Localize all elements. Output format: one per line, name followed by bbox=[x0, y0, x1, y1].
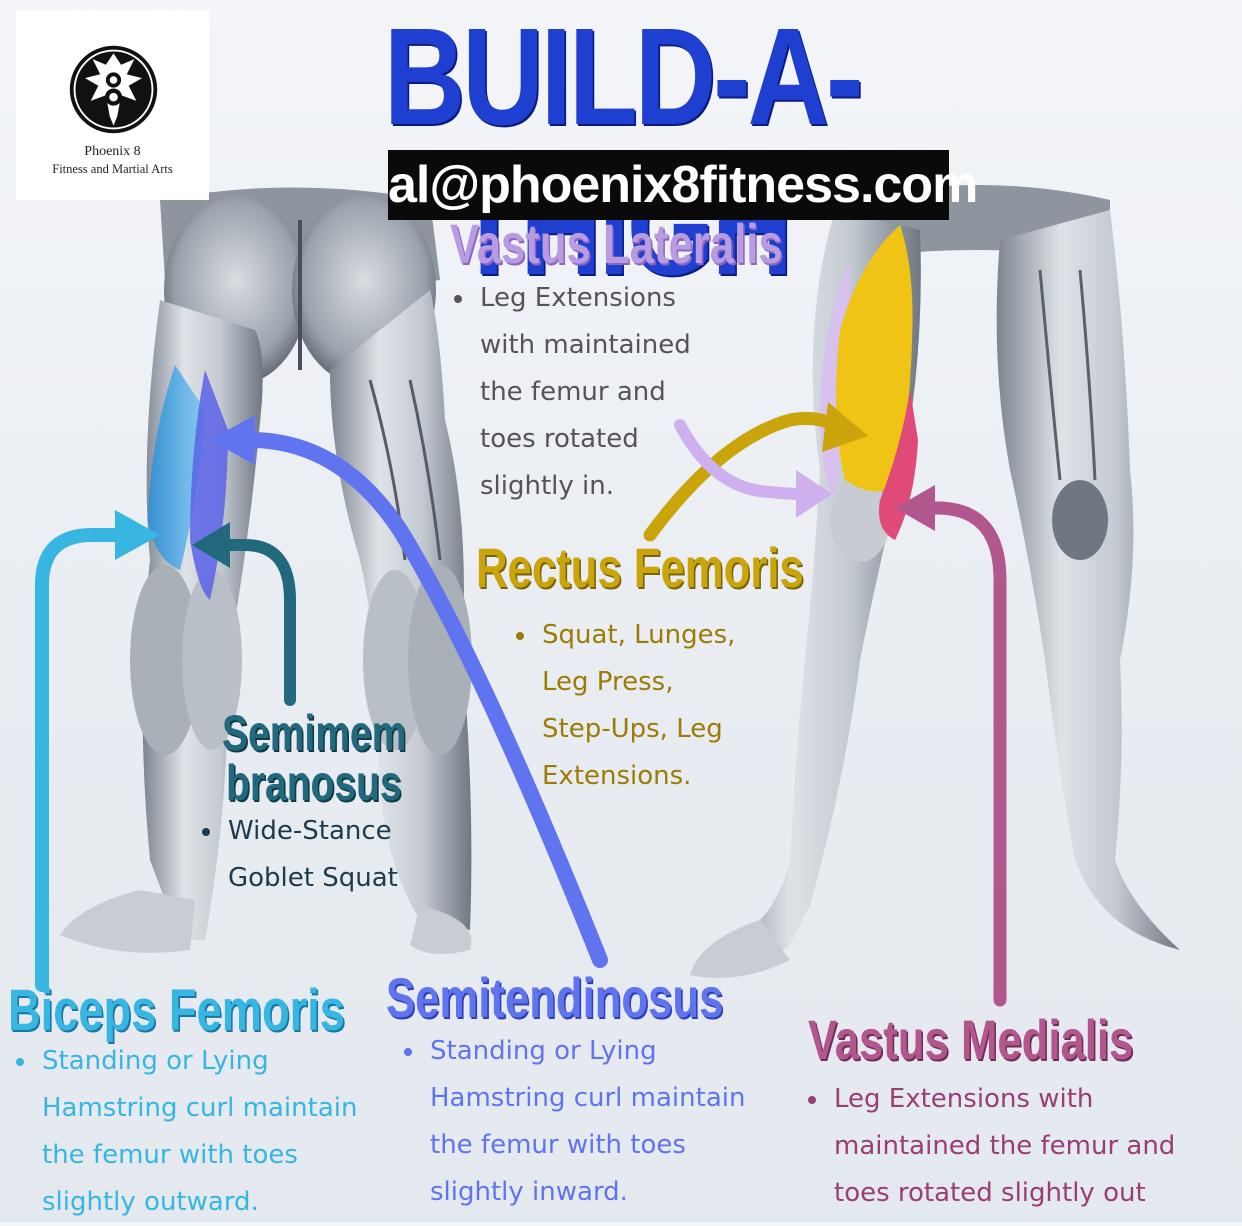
semimembranosus-label-line2: branosus bbox=[226, 755, 402, 811]
biceps-femoris-exercises: Standing or Lying Hamstring curl maintai… bbox=[8, 1038, 357, 1226]
vastus-lateralis-arrowhead bbox=[796, 470, 832, 518]
vastus-lateralis-label: Vastus Lateralis bbox=[450, 212, 783, 275]
semimembranosus-exercises: Wide-Stance Goblet Squat bbox=[194, 808, 398, 902]
biceps-femoris-arrow bbox=[35, 528, 127, 992]
semitendinosus-label: Semitendinosus bbox=[386, 966, 724, 1029]
phoenix-8-emblem bbox=[69, 45, 158, 134]
logo-subtitle: Fitness and Martial Arts bbox=[52, 162, 173, 176]
semimembranosus-arrow bbox=[219, 539, 296, 706]
vastus-medialis-label: Vastus Medialis bbox=[808, 1008, 1134, 1071]
semimembranosus-arrowhead bbox=[192, 522, 230, 568]
rectus-femoris-arrow bbox=[643, 411, 842, 542]
biceps-femoris-exercise: Standing or Lying Hamstring curl maintai… bbox=[8, 1038, 357, 1226]
semitendinosus-arrow bbox=[242, 432, 608, 968]
vastus-lateralis-arrow bbox=[674, 419, 808, 500]
vastus-medialis-exercises: Leg Extensions with maintained the femur… bbox=[800, 1076, 1175, 1217]
biceps-femoris-label: Biceps Femoris bbox=[8, 978, 345, 1043]
biceps-femoris-arrowhead bbox=[115, 510, 160, 560]
page-title: BUILD-A-THIGH bbox=[383, 0, 864, 304]
rectus-femoris-muscle bbox=[836, 225, 913, 492]
vastus-medialis-exercise: Leg Extensions with maintained the femur… bbox=[800, 1076, 1175, 1217]
semitendinosus-arrowhead bbox=[210, 415, 255, 465]
semitendinosus-exercise: Standing or Lying Hamstring curl maintai… bbox=[396, 1028, 745, 1216]
semitendinosus-exercises: Standing or Lying Hamstring curl maintai… bbox=[396, 1028, 745, 1216]
phoenix-8-logo: Phoenix 8 Fitness and Martial Arts bbox=[16, 10, 209, 200]
anterior-legs-figure bbox=[690, 185, 1180, 978]
vastus-medialis-arrow bbox=[923, 501, 1007, 1007]
logo-name: Phoenix 8 bbox=[84, 144, 141, 159]
rectus-femoris-exercises: Squat, Lunges, Leg Press, Step-Ups, Leg … bbox=[508, 612, 735, 800]
rectus-femoris-arrowhead bbox=[822, 402, 868, 452]
rectus-femoris-exercise: Squat, Lunges, Leg Press, Step-Ups, Leg … bbox=[508, 612, 735, 800]
vastus-lateralis-exercises: Leg Extensions with maintained the femur… bbox=[446, 275, 691, 510]
semimembranosus-label-line1: Semimem bbox=[222, 705, 407, 761]
rectus-femoris-label: Rectus Femoris bbox=[476, 536, 804, 599]
semimembranosus-exercise: Wide-Stance Goblet Squat bbox=[194, 808, 398, 902]
email-banner: al@phoenix8fitness.com bbox=[388, 150, 978, 220]
vastus-lateralis-exercise: Leg Extensions with maintained the femur… bbox=[446, 275, 691, 510]
vastus-medialis-arrowhead bbox=[895, 485, 935, 531]
